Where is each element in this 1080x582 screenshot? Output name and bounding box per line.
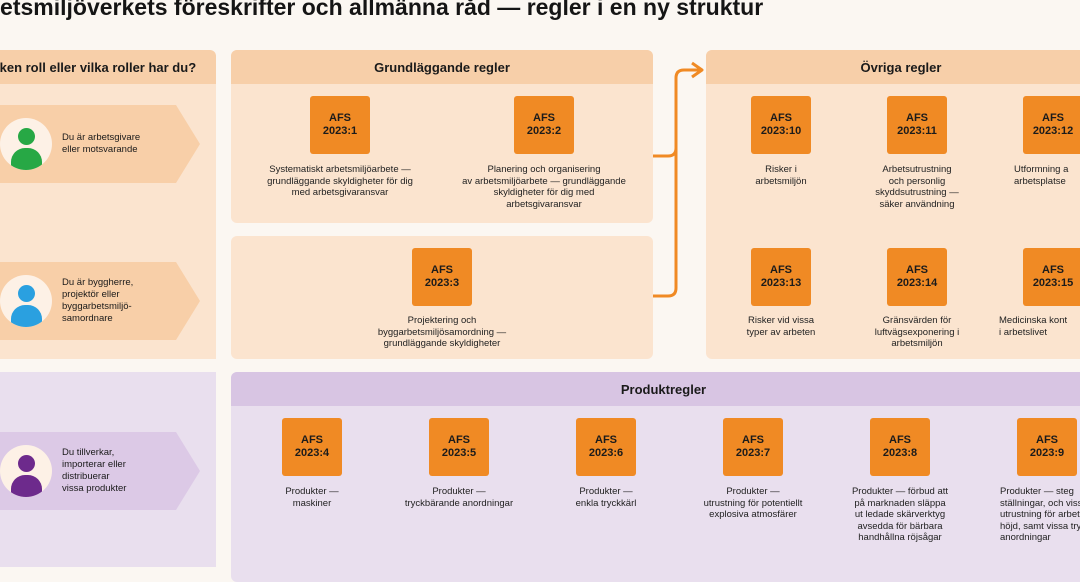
afs-desc-2023-4: Produkter — maskiner <box>285 486 339 509</box>
afs-code: AFS <box>906 264 928 276</box>
afs-number: 2023:13 <box>760 277 802 289</box>
afs-desc-2023-6: Produkter — enkla tryckkärl <box>575 486 637 509</box>
afs-number: 2023:4 <box>294 447 330 459</box>
afs-number: 2023:14 <box>896 277 938 289</box>
afs-card-2023-3[interactable]: AFS 2023:3 <box>412 248 472 306</box>
afs-card-2023-15[interactable]: AFS 2023:15 <box>1023 248 1080 306</box>
afs-number: 2023:15 <box>1032 277 1074 289</box>
afs-desc-2023-10: Risker i arbetsmiljön <box>755 164 807 187</box>
produkt-header: Produktregler <box>231 372 1080 406</box>
page-title: betsmiljöverkets föreskrifter och allmän… <box>0 0 764 20</box>
afs-code: AFS <box>595 434 617 446</box>
afs-code: AFS <box>906 112 928 124</box>
afs-desc-2023-12: Utformning a arbetsplatse <box>1014 164 1069 187</box>
afs-desc-2023-8: Produkter — förbud att på marknaden släp… <box>851 486 949 543</box>
afs-code: AFS <box>742 434 764 446</box>
afs-number: 2023:11 <box>897 125 937 137</box>
arrow-line-bottom <box>653 120 678 298</box>
role-builder[interactable]: Du är byggherre, projektör eller byggarb… <box>0 262 200 340</box>
afs-number: 2023:8 <box>882 447 918 459</box>
afs-code: AFS <box>301 434 323 446</box>
afs-code: AFS <box>770 264 792 276</box>
afs-number: 2023:5 <box>441 447 477 459</box>
afs-card-2023-6[interactable]: AFS 2023:6 <box>576 418 636 476</box>
produkt-panel: Produktregler <box>231 372 1080 582</box>
afs-card-2023-7[interactable]: AFS 2023:7 <box>723 418 783 476</box>
afs-code: AFS <box>889 434 911 446</box>
afs-card-2023-5[interactable]: AFS 2023:5 <box>429 418 489 476</box>
afs-number: 2023:9 <box>1029 447 1065 459</box>
role-employer-label: Du är arbetsgivare eller motsvarande <box>62 132 141 155</box>
afs-code: AFS <box>431 264 453 276</box>
afs-code: AFS <box>1042 264 1064 276</box>
afs-code: AFS <box>1042 112 1064 124</box>
afs-code: AFS <box>329 112 351 124</box>
afs-desc-2023-15: Medicinska kont i arbetslivet <box>999 315 1068 338</box>
grund-panel-top: Grundläggande regler <box>231 50 653 223</box>
afs-desc-2023-13: Risker vid vissa typer av arbeten <box>746 315 816 338</box>
afs-card-2023-13[interactable]: AFS 2023:13 <box>751 248 811 306</box>
afs-desc-2023-11: Arbetsutrustning och personlig skyddsutr… <box>875 164 959 210</box>
afs-card-2023-10[interactable]: AFS 2023:10 <box>751 96 811 154</box>
afs-card-2023-2[interactable]: AFS 2023:2 <box>514 96 574 154</box>
afs-code: AFS <box>1036 434 1058 446</box>
afs-desc-2023-14: Gränsvärden för luftvägsexponering i arb… <box>874 315 960 349</box>
grund-header: Grundläggande regler <box>231 50 653 84</box>
afs-card-2023-12[interactable]: AFS 2023:12 <box>1023 96 1080 154</box>
role-employer[interactable]: Du är arbetsgivare eller motsvarande <box>0 105 200 183</box>
afs-desc-2023-2: Planering och organisering av arbetsmilj… <box>462 164 626 210</box>
afs-desc-2023-5: Produkter — tryckbärande anordningar <box>404 486 514 509</box>
afs-number: 2023:10 <box>760 125 802 137</box>
afs-number: 2023:1 <box>322 125 358 137</box>
arrow-line-top <box>653 68 700 158</box>
afs-number: 2023:3 <box>424 277 460 289</box>
afs-desc-2023-1: Systematiskt arbetsmiljöarbete — grundlä… <box>267 164 413 198</box>
afs-card-2023-14[interactable]: AFS 2023:14 <box>887 248 947 306</box>
afs-number: 2023:2 <box>526 125 562 137</box>
afs-number: 2023:12 <box>1032 125 1074 137</box>
afs-card-2023-4[interactable]: AFS 2023:4 <box>282 418 342 476</box>
afs-card-2023-1[interactable]: AFS 2023:1 <box>310 96 370 154</box>
afs-card-2023-11[interactable]: AFS 2023:11 <box>887 96 947 154</box>
afs-desc-2023-9: Produkter — steg ställningar, och viss a… <box>1000 486 1080 543</box>
ovriga-panel: Övriga regler <box>706 50 1080 359</box>
afs-number: 2023:7 <box>735 447 771 459</box>
employer-avatar-icon <box>0 118 52 170</box>
role-manufacturer[interactable]: Du tillverkar, importerar eller distribu… <box>0 432 200 510</box>
connector-arrows <box>653 61 704 298</box>
afs-code: AFS <box>770 112 792 124</box>
arrow-head-icon <box>691 61 704 79</box>
afs-code: AFS <box>533 112 555 124</box>
manufacturer-avatar-icon <box>0 445 52 497</box>
afs-number: 2023:6 <box>588 447 624 459</box>
afs-card-2023-9[interactable]: AFS 2023:9 <box>1017 418 1077 476</box>
role-builder-label: Du är byggherre, projektör eller byggarb… <box>62 277 134 324</box>
afs-desc-2023-3: Projektering och byggarbetsmiljösamordni… <box>377 315 507 349</box>
afs-desc-2023-7: Produkter — utrustning för potentiellt e… <box>703 486 803 520</box>
ovriga-header: Övriga regler <box>706 50 1080 84</box>
role-manufacturer-label: Du tillverkar, importerar eller distribu… <box>62 447 127 494</box>
builder-avatar-icon <box>0 275 52 327</box>
afs-code: AFS <box>448 434 470 446</box>
afs-card-2023-8[interactable]: AFS 2023:8 <box>870 418 930 476</box>
roles-header: lken roll eller vilka roller har du? <box>0 50 216 84</box>
